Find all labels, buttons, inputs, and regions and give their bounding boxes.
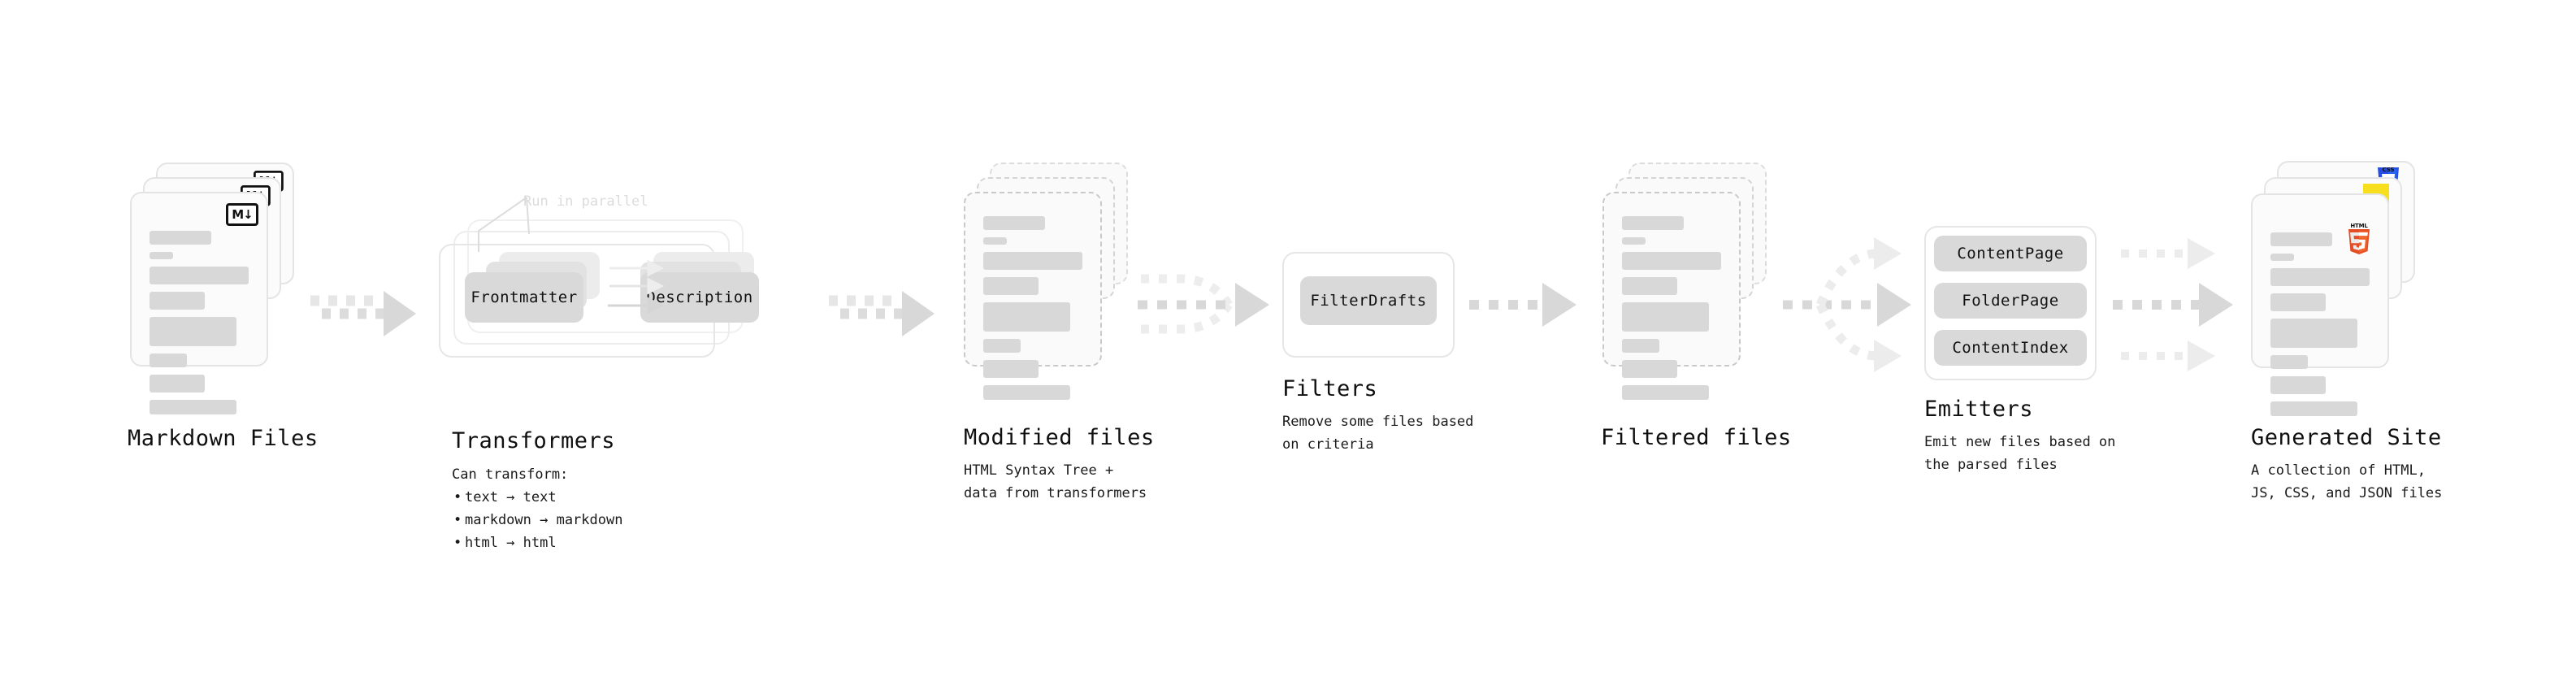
skeleton-bar <box>1622 385 1710 400</box>
arrow-modified-to-filters <box>1138 274 1269 334</box>
transformer-chip-frontmatter[interactable]: Frontmatter <box>465 272 583 323</box>
skeleton-bar <box>983 277 1039 295</box>
skeleton-bar <box>1622 252 1721 270</box>
transformers-capability-item: text → text <box>453 486 622 509</box>
transformer-chip-label: Description <box>646 288 753 306</box>
generated-site-stack: CSS JS HTML <box>2251 161 2415 416</box>
skeleton-bar <box>150 400 237 414</box>
arrow-transformers-to-modified <box>829 291 935 336</box>
skeleton-bar <box>2270 355 2309 369</box>
arrow-emitters-to-generated <box>2113 238 2233 371</box>
transformers-capability-item: markdown → markdown <box>453 509 623 531</box>
run-in-parallel-label: Run in parallel <box>523 193 648 210</box>
transformers-description-lead: Can transform: <box>452 466 569 483</box>
stage-caption-filters: Filters <box>1282 376 1378 401</box>
skeleton-bar <box>1622 339 1660 353</box>
skeleton-bar <box>1622 302 1710 332</box>
emitters-description: Emit new files based on the parsed files <box>1924 434 2116 474</box>
emitter-chip-label: ContentIndex <box>1952 339 2069 357</box>
filter-chip-label: FilterDrafts <box>1310 292 1427 310</box>
transformers-capability-item: html → html <box>453 531 622 554</box>
filter-chip-filterdrafts[interactable]: FilterDrafts <box>1300 276 1437 325</box>
generated-file-skeleton <box>2270 232 2370 416</box>
html5-badge-label: HTML <box>2350 223 2368 229</box>
skeleton-bar <box>1622 277 1678 295</box>
generated-site-description: A collection of HTML, JS, CSS, and JSON … <box>2251 462 2443 502</box>
skeleton-bar <box>2270 376 2327 394</box>
arrow-markdown-to-transformers <box>310 291 416 336</box>
html5-badge-icon <box>2348 229 2370 254</box>
skeleton-bar <box>983 216 1045 230</box>
skeleton-bar <box>150 375 206 393</box>
transformer-chip-description[interactable]: Description <box>640 272 759 323</box>
skeleton-bar <box>150 317 237 346</box>
skeleton-bar <box>2270 268 2370 286</box>
markdown-badge-arrow-icon: ↓ <box>243 206 254 222</box>
skeleton-bar <box>2270 319 2358 348</box>
skeleton-bar <box>150 231 211 245</box>
arrow-filtered-to-emitters <box>1783 237 1911 372</box>
emitters-box <box>1924 226 2097 380</box>
stage-caption-emitters: Emitters <box>1924 397 2034 422</box>
markdown-file-card-front <box>130 192 268 414</box>
css-badge-label: CSS <box>2382 167 2395 173</box>
stage-caption-filtered-files: Filtered files <box>1601 425 1792 450</box>
skeleton-bar <box>150 292 206 310</box>
markdown-badge-front: M↓ <box>226 203 258 226</box>
skeleton-bar <box>150 252 174 259</box>
stage-caption-markdown-files: Markdown Files <box>128 426 319 451</box>
html5-badge: HTML <box>2347 223 2371 257</box>
modified-file-skeleton <box>983 216 1082 400</box>
emitter-chip-label: FolderPage <box>1962 292 2059 310</box>
skeleton-bar <box>983 302 1071 332</box>
skeleton-bar <box>1622 237 1646 245</box>
skeleton-bar <box>983 385 1071 400</box>
skeleton-bar <box>983 360 1039 378</box>
skeleton-bar <box>983 237 1008 245</box>
emitter-chip-contentindex[interactable]: ContentIndex <box>1934 330 2087 366</box>
arrow-filters-to-filtered <box>1469 283 1576 327</box>
filtered-file-skeleton <box>1622 216 1721 400</box>
filtered-file-card-front <box>1602 192 1741 400</box>
skeleton-bar <box>983 339 1021 353</box>
transformers-capability-list: text → text markdown → markdown html → h… <box>452 486 623 554</box>
skeleton-bar <box>150 267 249 284</box>
skeleton-bar <box>1622 360 1678 378</box>
filters-description: Remove some files based on criteria <box>1282 414 1474 453</box>
emitter-chip-label: ContentPage <box>1957 245 2064 262</box>
skeleton-bar <box>983 252 1082 270</box>
emitter-chip-folderpage[interactable]: FolderPage <box>1934 283 2087 319</box>
markdown-badge-letter: M <box>232 206 244 222</box>
modified-file-card-front <box>964 192 1102 400</box>
transformers-description: Can transform: text → text markdown → ma… <box>452 463 622 554</box>
skeleton-bar <box>1622 216 1684 230</box>
filters-box <box>1282 252 1455 358</box>
generated-file-card-front <box>2251 193 2389 416</box>
stage-caption-transformers: Transformers <box>452 428 616 453</box>
emitter-chip-contentpage[interactable]: ContentPage <box>1934 236 2087 271</box>
skeleton-bar <box>2270 254 2295 261</box>
markdown-file-skeleton <box>150 231 249 414</box>
stage-caption-modified-files: Modified files <box>964 425 1155 450</box>
modified-files-description: HTML Syntax Tree + data from transformer… <box>964 462 1147 502</box>
skeleton-bar <box>2270 232 2332 246</box>
stage-caption-generated-site: Generated Site <box>2251 425 2442 450</box>
skeleton-bar <box>150 354 188 367</box>
transformer-chip-label: Frontmatter <box>471 288 578 306</box>
skeleton-bar <box>2270 401 2358 416</box>
skeleton-bar <box>2270 293 2327 311</box>
